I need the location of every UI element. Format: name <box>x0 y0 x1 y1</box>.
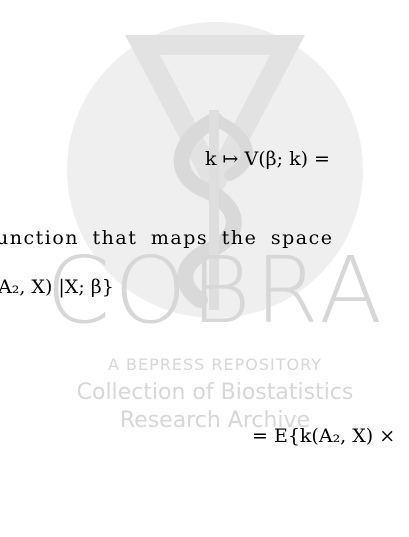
equation-line-3: A₂, X) |X; β} <box>0 276 114 298</box>
equation-line-1: k ↦ V(β; k) = <box>205 148 330 170</box>
watermark-brand: COBRA <box>45 237 387 344</box>
watermark-line-2: Collection of Biostatistics <box>76 380 354 405</box>
equation-line-4: = E{k(A₂, X) × <box>252 425 396 447</box>
watermark-line-3: Research Archive <box>119 408 311 433</box>
watermark-line-1: A BEPRESS REPOSITORY <box>108 355 322 374</box>
text-line-2: unction that maps the space <box>0 227 334 249</box>
